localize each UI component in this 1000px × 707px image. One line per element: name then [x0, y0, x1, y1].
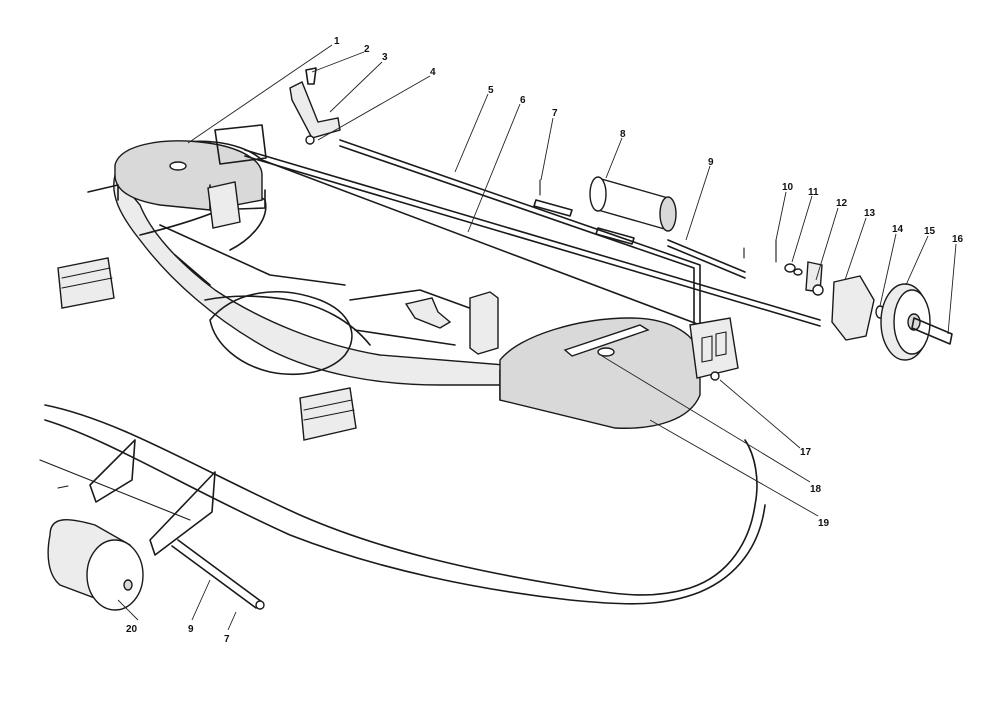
callout-2: 2 — [364, 44, 370, 55]
callout-7-lower: 7 — [224, 634, 230, 645]
callout-3: 3 — [382, 52, 388, 63]
deck-skirt — [39, 404, 766, 605]
callout-10: 10 — [782, 182, 794, 193]
callout-13: 13 — [864, 208, 876, 219]
callout-18: 18 — [810, 484, 822, 495]
callout-8: 8 — [620, 129, 626, 140]
callout-20: 20 — [126, 624, 138, 635]
callout-16: 16 — [952, 234, 964, 245]
callout-19: 19 — [818, 518, 830, 529]
leader-lines — [117, 44, 957, 631]
right-bracket — [689, 317, 739, 381]
callout-4: 4 — [430, 67, 436, 78]
deck-brackets — [57, 124, 499, 441]
roller-8 — [589, 176, 677, 232]
callouts: 1 2 3 4 5 6 7 8 9 10 11 12 13 14 15 16 1… — [126, 36, 964, 645]
callout-11: 11 — [808, 187, 819, 198]
lift-arm — [289, 67, 341, 145]
callout-5: 5 — [488, 85, 494, 96]
callout-7: 7 — [552, 108, 558, 119]
figure-caption — [200, 692, 820, 707]
callout-15: 15 — [924, 226, 936, 237]
pins — [533, 179, 745, 259]
callout-6: 6 — [520, 95, 526, 106]
right-pulley-cover — [499, 317, 701, 429]
rods — [171, 139, 821, 610]
callout-17: 17 — [800, 447, 812, 458]
left-pulley-cover — [114, 140, 266, 211]
wheel-assembly — [775, 239, 953, 361]
callout-1: 1 — [334, 36, 340, 47]
callout-9: 9 — [708, 157, 714, 168]
front-wheels — [47, 439, 216, 611]
callout-14: 14 — [892, 224, 904, 235]
callout-12: 12 — [836, 198, 848, 209]
callout-9-lower: 9 — [188, 624, 194, 635]
